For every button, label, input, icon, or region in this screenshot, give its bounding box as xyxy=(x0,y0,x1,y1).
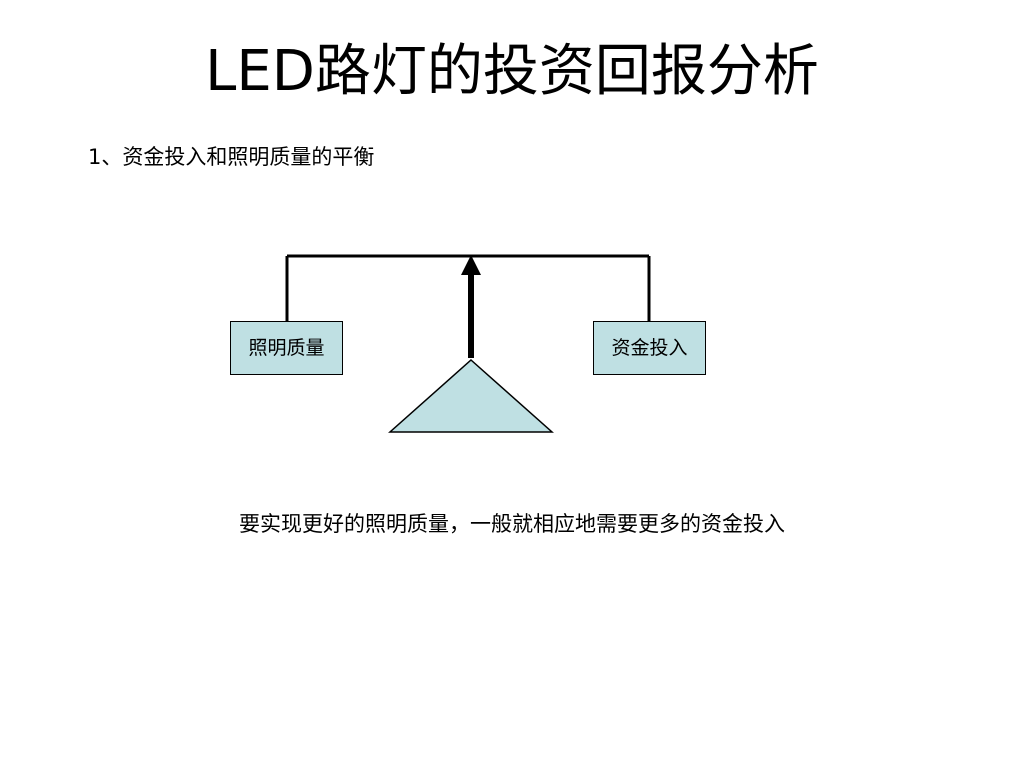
fulcrum-triangle xyxy=(388,358,554,433)
slide-title: LED路灯的投资回报分析 xyxy=(205,39,819,104)
pivot-arrowhead xyxy=(461,255,481,275)
section-heading: 1、资金投入和照明质量的平衡 xyxy=(88,145,375,169)
caption: 要实现更好的照明质量，一般就相应地需要更多的资金投入 xyxy=(239,512,785,536)
investment-box: 资金投入 xyxy=(593,321,706,375)
lighting-quality-box: 照明质量 xyxy=(230,321,343,375)
